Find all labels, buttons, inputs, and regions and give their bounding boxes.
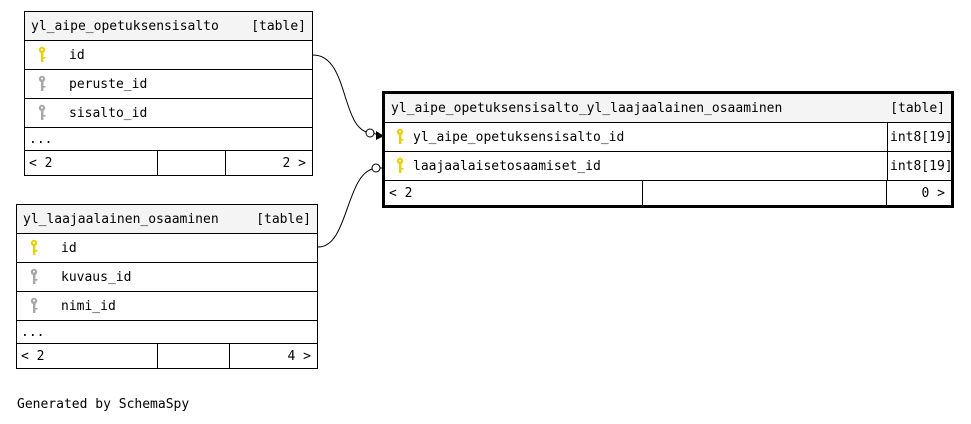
column-row[interactable]: id <box>17 234 317 263</box>
column-row[interactable]: nimi_id <box>17 292 317 321</box>
table-tag: [table] <box>890 100 945 116</box>
table-yl-aipe-opetuksensisalto-yl-laajaalainen-osaaminen[interactable]: yl_aipe_opetuksensisalto_yl_laajaalainen… <box>382 91 954 208</box>
table-name[interactable]: yl_aipe_opetuksensisalto_yl_laajaalainen… <box>391 100 783 116</box>
more-columns[interactable]: ... <box>17 321 317 344</box>
relation-laajaalainen <box>317 167 384 248</box>
more-columns[interactable]: ... <box>25 128 312 151</box>
relation-arrowhead <box>376 131 384 140</box>
column-name[interactable]: peruste_id <box>69 76 148 92</box>
table-header[interactable]: yl_aipe_opetuksensisalto [table] <box>25 12 312 41</box>
table-header[interactable]: yl_aipe_opetuksensisalto_yl_laajaalainen… <box>385 94 951 123</box>
table-footer: < 2 2 > <box>25 151 312 175</box>
table-tag: [table] <box>251 18 306 34</box>
footer-spacer <box>643 181 887 205</box>
table-footer: < 2 0 > <box>385 181 951 205</box>
foreign-key-icon <box>37 104 51 122</box>
column-name[interactable]: nimi_id <box>61 298 116 314</box>
foreign-key-icon <box>29 297 43 315</box>
generated-by-credit: Generated by SchemaSpy <box>17 397 190 412</box>
relation-end-marker <box>371 163 381 173</box>
foreign-key-icon <box>29 268 43 286</box>
table-name[interactable]: yl_laajaalainen_osaaminen <box>23 211 219 227</box>
table-yl-aipe-opetuksensisalto[interactable]: yl_aipe_opetuksensisalto [table] id peru… <box>24 11 313 176</box>
column-row[interactable]: yl_aipe_opetuksensisalto_id int8[19] <box>385 123 953 152</box>
table-footer: < 2 4 > <box>17 344 317 368</box>
table-yl-laajaalainen-osaaminen[interactable]: yl_laajaalainen_osaaminen [table] id kuv… <box>16 204 318 369</box>
column-row[interactable]: laajaalaisetosaamiset_id int8[19] <box>385 152 953 181</box>
parents-count[interactable]: < 2 <box>17 344 158 368</box>
foreign-key-icon <box>37 75 51 93</box>
children-count[interactable]: 0 > <box>921 185 945 201</box>
primary-key-icon <box>395 157 409 175</box>
table-header[interactable]: yl_laajaalainen_osaaminen [table] <box>17 205 317 234</box>
primary-key-icon <box>29 239 43 257</box>
column-row[interactable]: peruste_id <box>25 70 312 99</box>
column-name[interactable]: id <box>69 47 85 63</box>
column-type: int8[19] <box>887 123 953 151</box>
column-row[interactable]: kuvaus_id <box>17 263 317 292</box>
column-name[interactable]: kuvaus_id <box>61 269 132 285</box>
table-name[interactable]: yl_aipe_opetuksensisalto <box>31 18 219 34</box>
table-tag: [table] <box>256 211 311 227</box>
column-row[interactable]: id <box>25 41 312 70</box>
primary-key-icon <box>37 46 51 64</box>
children-count[interactable]: 4 > <box>287 348 311 364</box>
column-name[interactable]: sisalto_id <box>69 105 148 121</box>
column-name[interactable]: laajaalaisetosaamiset_id <box>413 158 601 174</box>
parents-count[interactable]: < 2 <box>25 151 158 175</box>
footer-spacer <box>158 344 230 368</box>
column-type: int8[19] <box>887 152 953 180</box>
relation-opetuksensisalto <box>312 54 385 137</box>
footer-spacer <box>158 151 226 175</box>
column-row[interactable]: sisalto_id <box>25 99 312 128</box>
relation-end-marker <box>365 128 375 138</box>
primary-key-icon <box>395 128 409 146</box>
column-name[interactable]: id <box>61 240 77 256</box>
parents-count[interactable]: < 2 <box>385 181 643 205</box>
children-count[interactable]: 2 > <box>282 155 306 171</box>
column-name[interactable]: yl_aipe_opetuksensisalto_id <box>413 129 625 145</box>
